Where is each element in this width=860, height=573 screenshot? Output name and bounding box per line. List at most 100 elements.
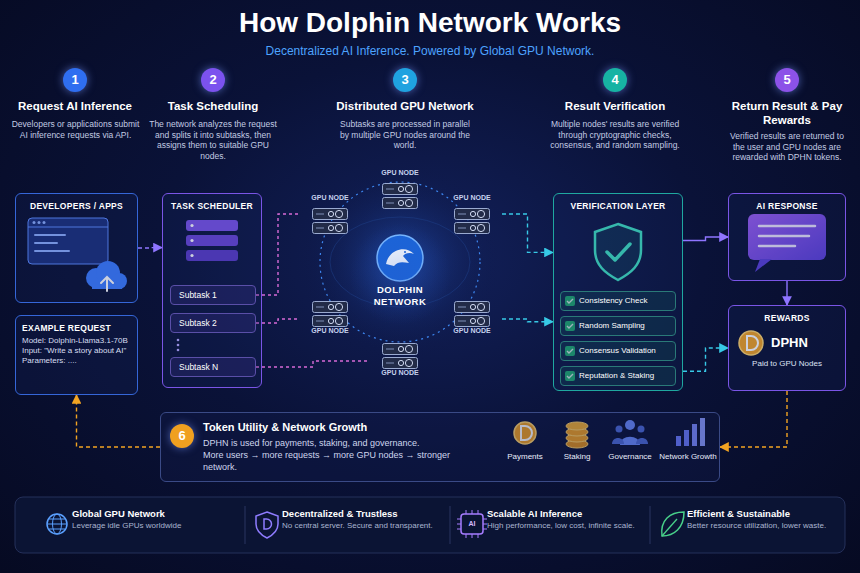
node-text: GPU NODE xyxy=(302,194,358,201)
node-text: REWARDS xyxy=(735,313,839,323)
node-text: DEVELOPERS / APPS xyxy=(22,201,131,211)
response-box: AI RESPONSE xyxy=(728,193,846,281)
feature-item: Scalable AI InferenceHigh performance, l… xyxy=(455,507,645,541)
subtask-box: Subtask 1 xyxy=(170,285,256,305)
node-text: Model: Dolphin-Llama3.1-70B xyxy=(22,336,131,346)
node-text: Input: "Write a story about AI" xyxy=(22,346,131,356)
callout-number: 3 xyxy=(393,68,417,92)
node-text: Consistency Check xyxy=(561,292,675,310)
connector xyxy=(502,319,553,322)
node-text: Consensus Validation xyxy=(561,342,675,360)
icon-label: Governance xyxy=(600,452,660,461)
node-text: Token Utility & Network Growth xyxy=(203,421,483,433)
connector xyxy=(683,348,728,371)
decor-shape xyxy=(47,514,67,534)
callout-number: 6 xyxy=(170,424,194,448)
node-text: EXAMPLE REQUEST xyxy=(22,323,131,333)
connector xyxy=(786,281,787,305)
subtitle: Decentralized AI Inference. Powered by G… xyxy=(0,44,860,58)
node-text: DOLPHIN NETWORK xyxy=(360,284,440,308)
node-text: No central server. Secure and transparen… xyxy=(282,521,445,531)
icon-label: Payments xyxy=(500,452,550,461)
decor-shape xyxy=(47,519,67,529)
decor-shape xyxy=(383,184,418,209)
icon-label: Staking xyxy=(552,452,602,461)
connector xyxy=(77,395,161,447)
callout-number: 5 xyxy=(775,68,799,92)
connector xyxy=(256,319,300,323)
decor-shape xyxy=(455,209,490,234)
gpu-node: GPU NODE xyxy=(442,193,502,235)
check-item: Consistency Check xyxy=(560,291,676,311)
subtask-box: Subtask N xyxy=(170,357,256,377)
check-item: Reputation & Staking xyxy=(560,366,676,386)
gpu-node: GPU NODE xyxy=(300,298,360,340)
feature-item: Efficient & SustainableBetter resource u… xyxy=(655,507,840,541)
step-title: Request AI Inference xyxy=(0,99,150,113)
node-text: More users → more requests → more GPU no… xyxy=(203,449,483,473)
gpu-server-icon xyxy=(313,184,490,369)
callout-number: 2 xyxy=(201,68,225,92)
step-description: The network analyzes the request and spl… xyxy=(147,119,279,161)
node-text: DPHN xyxy=(735,335,839,350)
node-text: GPU NODE xyxy=(444,194,500,201)
connector xyxy=(502,214,553,252)
step-description: Subtasks are processed in parallel by mu… xyxy=(335,119,475,151)
connector xyxy=(256,361,370,367)
node-text: Global GPU Network xyxy=(72,508,235,519)
node-text: High performance, low cost, infinite sca… xyxy=(487,521,645,531)
gpu-node: GPU NODE xyxy=(300,193,360,235)
network-hub: DOLPHIN NETWORK xyxy=(350,222,450,327)
decor-shape xyxy=(662,519,677,536)
node-text: Random Sampling xyxy=(561,317,675,335)
step-title: Return Result & Pay Rewards xyxy=(722,99,852,127)
node-text: Subtask 1 xyxy=(171,286,255,304)
node-text: Scalable AI Inference xyxy=(487,508,645,519)
request-box: EXAMPLE REQUEST Model: Dolphin-Llama3.1-7… xyxy=(15,315,138,395)
node-text: Reputation & Staking xyxy=(561,367,675,385)
chip-label: AI xyxy=(462,519,482,529)
callout-number: 1 xyxy=(63,68,87,92)
feature-item: Decentralized & Trustless No central serv… xyxy=(250,507,445,541)
decor-shape xyxy=(383,344,418,369)
step-description: Multiple nodes' results are verified thr… xyxy=(545,119,685,151)
connector xyxy=(720,391,787,447)
node-text: Leverage idle GPUs worldwide xyxy=(72,521,235,531)
decor-shape xyxy=(15,497,845,553)
decor-shape xyxy=(264,519,272,529)
node-text: Subtask 2 xyxy=(171,314,255,332)
check-item: Random Sampling xyxy=(560,316,676,336)
node-text: Paid to GPU Nodes xyxy=(735,359,839,368)
gpu-node: GPU NODE xyxy=(442,298,502,340)
decor-shape xyxy=(256,512,278,538)
decor-shape xyxy=(313,302,348,327)
node-text: DPHN is used for payments, staking, and … xyxy=(203,437,483,449)
node-text: TASK SCHEDULER xyxy=(169,201,255,211)
subtask-box: Subtask 2 xyxy=(170,313,256,333)
step-title: Task Scheduling xyxy=(138,99,288,113)
check-item: Consensus Validation xyxy=(560,341,676,361)
node-text: Subtask N xyxy=(171,358,255,376)
scheduler-box: TASK SCHEDULER Subtask 1 Subtask 2 Subtask … xyxy=(162,193,262,388)
decor-shape xyxy=(455,302,490,327)
node-text: Better resource utilization, lower waste… xyxy=(687,521,840,531)
node-text: Parameters: .... xyxy=(22,356,131,366)
node-text: GPU NODE xyxy=(444,327,500,334)
node-text: GPU NODE xyxy=(372,169,428,176)
footer-band xyxy=(15,497,845,553)
step-description: Verified results are returned to the use… xyxy=(724,131,850,163)
step-title: Distributed GPU Network xyxy=(325,99,485,113)
decor-shape xyxy=(461,514,483,534)
rewards-box: REWARDS DPHN Paid to GPU Nodes xyxy=(728,305,846,391)
node-text: VERIFICATION LAYER xyxy=(560,201,676,211)
node-text: Efficient & Sustainable xyxy=(687,508,840,519)
node-text: AI RESPONSE xyxy=(735,201,839,211)
decor-shape xyxy=(245,506,650,544)
decor-shape xyxy=(313,209,348,234)
step-title: Result Verification xyxy=(540,99,690,113)
node-text: Decentralized & Trustless xyxy=(282,508,445,519)
step-description: Developers or applications submit AI inf… xyxy=(8,119,143,140)
connector xyxy=(256,214,300,295)
gpu-node: GPU NODE xyxy=(370,168,430,210)
